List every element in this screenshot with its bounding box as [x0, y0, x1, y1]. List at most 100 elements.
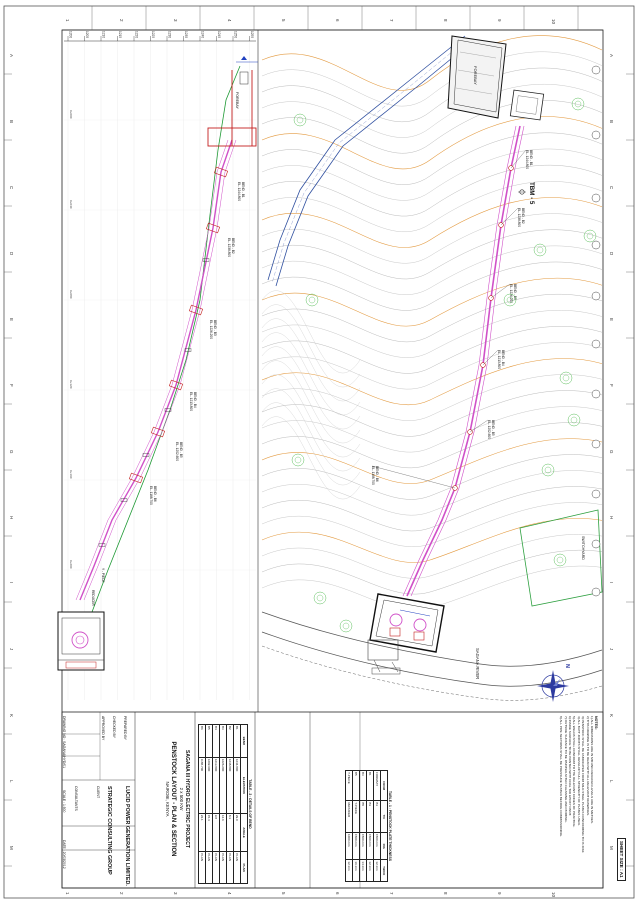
- table-header-cell: FROM: [380, 770, 388, 801]
- contour-line: [261, 422, 603, 469]
- plan-bend-elevation: EL. 1188.700: [371, 466, 375, 485]
- table-cell: B5: [352, 770, 360, 801]
- border-number: 3: [173, 19, 178, 22]
- contour-line: [261, 518, 603, 563]
- note-item: 3) PENSTOCK SHALL BE FABRICATED FROM MIL…: [581, 716, 586, 854]
- prepared-by-label: PREPARED BY: [123, 716, 127, 740]
- contour-line: [261, 374, 603, 421]
- section-bend-elevation: EL. 1238.800: [227, 238, 231, 257]
- headrace-channel: [267, 35, 475, 287]
- contour-line: [261, 310, 603, 358]
- north-label: N: [564, 664, 570, 668]
- border-letter: L: [609, 780, 614, 783]
- client-name: LUCID POWER GENERATION LIMITED.: [124, 786, 130, 886]
- survey-marker: [591, 439, 601, 449]
- signature-fields: PREPARED BY CHECKED BY APPROVED BY: [97, 716, 130, 740]
- border-letter: G: [9, 450, 14, 454]
- section-bend-elevation: EL. 1244.800: [237, 182, 241, 201]
- table-cell: PLAN: [205, 851, 213, 884]
- table-header-cell: THICK: [380, 859, 388, 882]
- note-item: 6) INSIDE SURFACE TO BE PAINTED WITH COA…: [567, 716, 572, 816]
- table-cell: B3: [366, 800, 374, 833]
- table-cell: Y-PIECE: [345, 770, 353, 801]
- plan-bend-label: BEND - B3: [513, 284, 517, 300]
- elevation-tick-label: 1240: [201, 31, 205, 38]
- contour-line: [261, 229, 603, 280]
- section-bend-label: BEND - B2: [231, 238, 235, 254]
- table-cell: 1244.800: [233, 757, 241, 814]
- contour-line: [261, 342, 603, 390]
- elevation-tick-label: 1245: [217, 31, 221, 38]
- plan-bend-elevation: EL. 1238.800: [517, 208, 521, 227]
- section-bend-label: BEND - B3: [213, 320, 217, 336]
- table-cell: PLAN: [219, 851, 227, 884]
- table1-title: TABLE - 1 : PENSTOCK PLATE THICKNESS: [388, 790, 392, 862]
- chainage-label: 0+040: [69, 200, 73, 209]
- contour-line: [261, 277, 603, 327]
- border-number: 10: [551, 892, 556, 898]
- table-cell: B1: [366, 770, 374, 801]
- anchor-block: [128, 472, 144, 484]
- chainage-label: 0+200: [69, 560, 73, 569]
- drawing-title: PENSTOCK LAYOUT - PLAN & SECTION: [170, 741, 176, 857]
- border-number: 1: [65, 19, 70, 22]
- survey-marker: [591, 539, 601, 549]
- border-number: 10: [551, 19, 556, 25]
- border-number: 9: [497, 19, 502, 22]
- table-cell: 9.8: [212, 813, 220, 852]
- section-bend-label: BEND - B4: [193, 392, 197, 408]
- consultants-label: CONSULTANTS: [74, 786, 78, 811]
- project-capacity: 2 x 500 KW: [179, 787, 184, 811]
- border-letter: I: [609, 582, 614, 583]
- table-cell: B1: [233, 724, 241, 758]
- table-cell: B3: [359, 770, 367, 801]
- contour-line: [261, 51, 603, 107]
- drawing-number: DRAWING NO : SAGANA/HYD/01: [62, 716, 66, 769]
- tree-symbol: [533, 243, 547, 257]
- chainage-label: 0+160: [69, 470, 73, 479]
- tree-symbol: [305, 293, 319, 307]
- y-piece-label: Y - PIECE: [101, 568, 105, 582]
- tree-symbol: [541, 463, 555, 477]
- elevation-tick-label: 1210: [102, 31, 106, 38]
- tree-symbol: [571, 97, 585, 111]
- table-header-row: BEND ELEVATION ANGLE PLAN: [240, 724, 248, 884]
- table-cell: Y-PIECE: [352, 800, 360, 833]
- note-item: 5) ALL WELDS SHALL CONFORM TO THE RELEVA…: [572, 716, 577, 828]
- saddle-support: [202, 258, 210, 262]
- powerhouse-plan: [367, 593, 445, 675]
- river-label: SAGANA RIVER: [475, 648, 480, 679]
- tree-symbol: [559, 371, 573, 385]
- table-cell: REDUCER: [345, 800, 353, 833]
- chainage-label: 0+120: [69, 380, 73, 389]
- section-bend-label: BEND - B5: [179, 442, 183, 458]
- table-cell: PLAN: [198, 851, 206, 884]
- plan-bend-label: BEND - B6: [375, 466, 379, 482]
- switchyard-area: [519, 509, 603, 607]
- section-bend-elevation: EL. 1226.200: [209, 320, 213, 339]
- border-number: 2: [119, 19, 124, 22]
- terrain-contours: [261, 35, 603, 610]
- contour-line: [261, 148, 603, 201]
- survey-marker: [591, 291, 601, 301]
- border-letter: E: [609, 318, 614, 321]
- anchor-block: [188, 304, 204, 316]
- table-cell: PLAN: [226, 851, 234, 884]
- elevation-tick-label: 1235: [184, 31, 188, 38]
- powerhouse-section: [57, 611, 105, 671]
- forebay-section-label: FOREBAY: [235, 92, 239, 110]
- contour-line: [261, 470, 603, 516]
- table-header-cell: PLAN: [240, 851, 248, 884]
- tree-symbol: [567, 413, 581, 427]
- anchor-block: [168, 379, 184, 391]
- elevation-tick-label: 1255: [250, 31, 254, 38]
- border-letter: C: [609, 186, 614, 190]
- table-cell: B4: [212, 724, 220, 758]
- table-cell: B2: [226, 724, 234, 758]
- table-cell: 1000 mm: [345, 832, 353, 860]
- survey-marker: [591, 587, 601, 597]
